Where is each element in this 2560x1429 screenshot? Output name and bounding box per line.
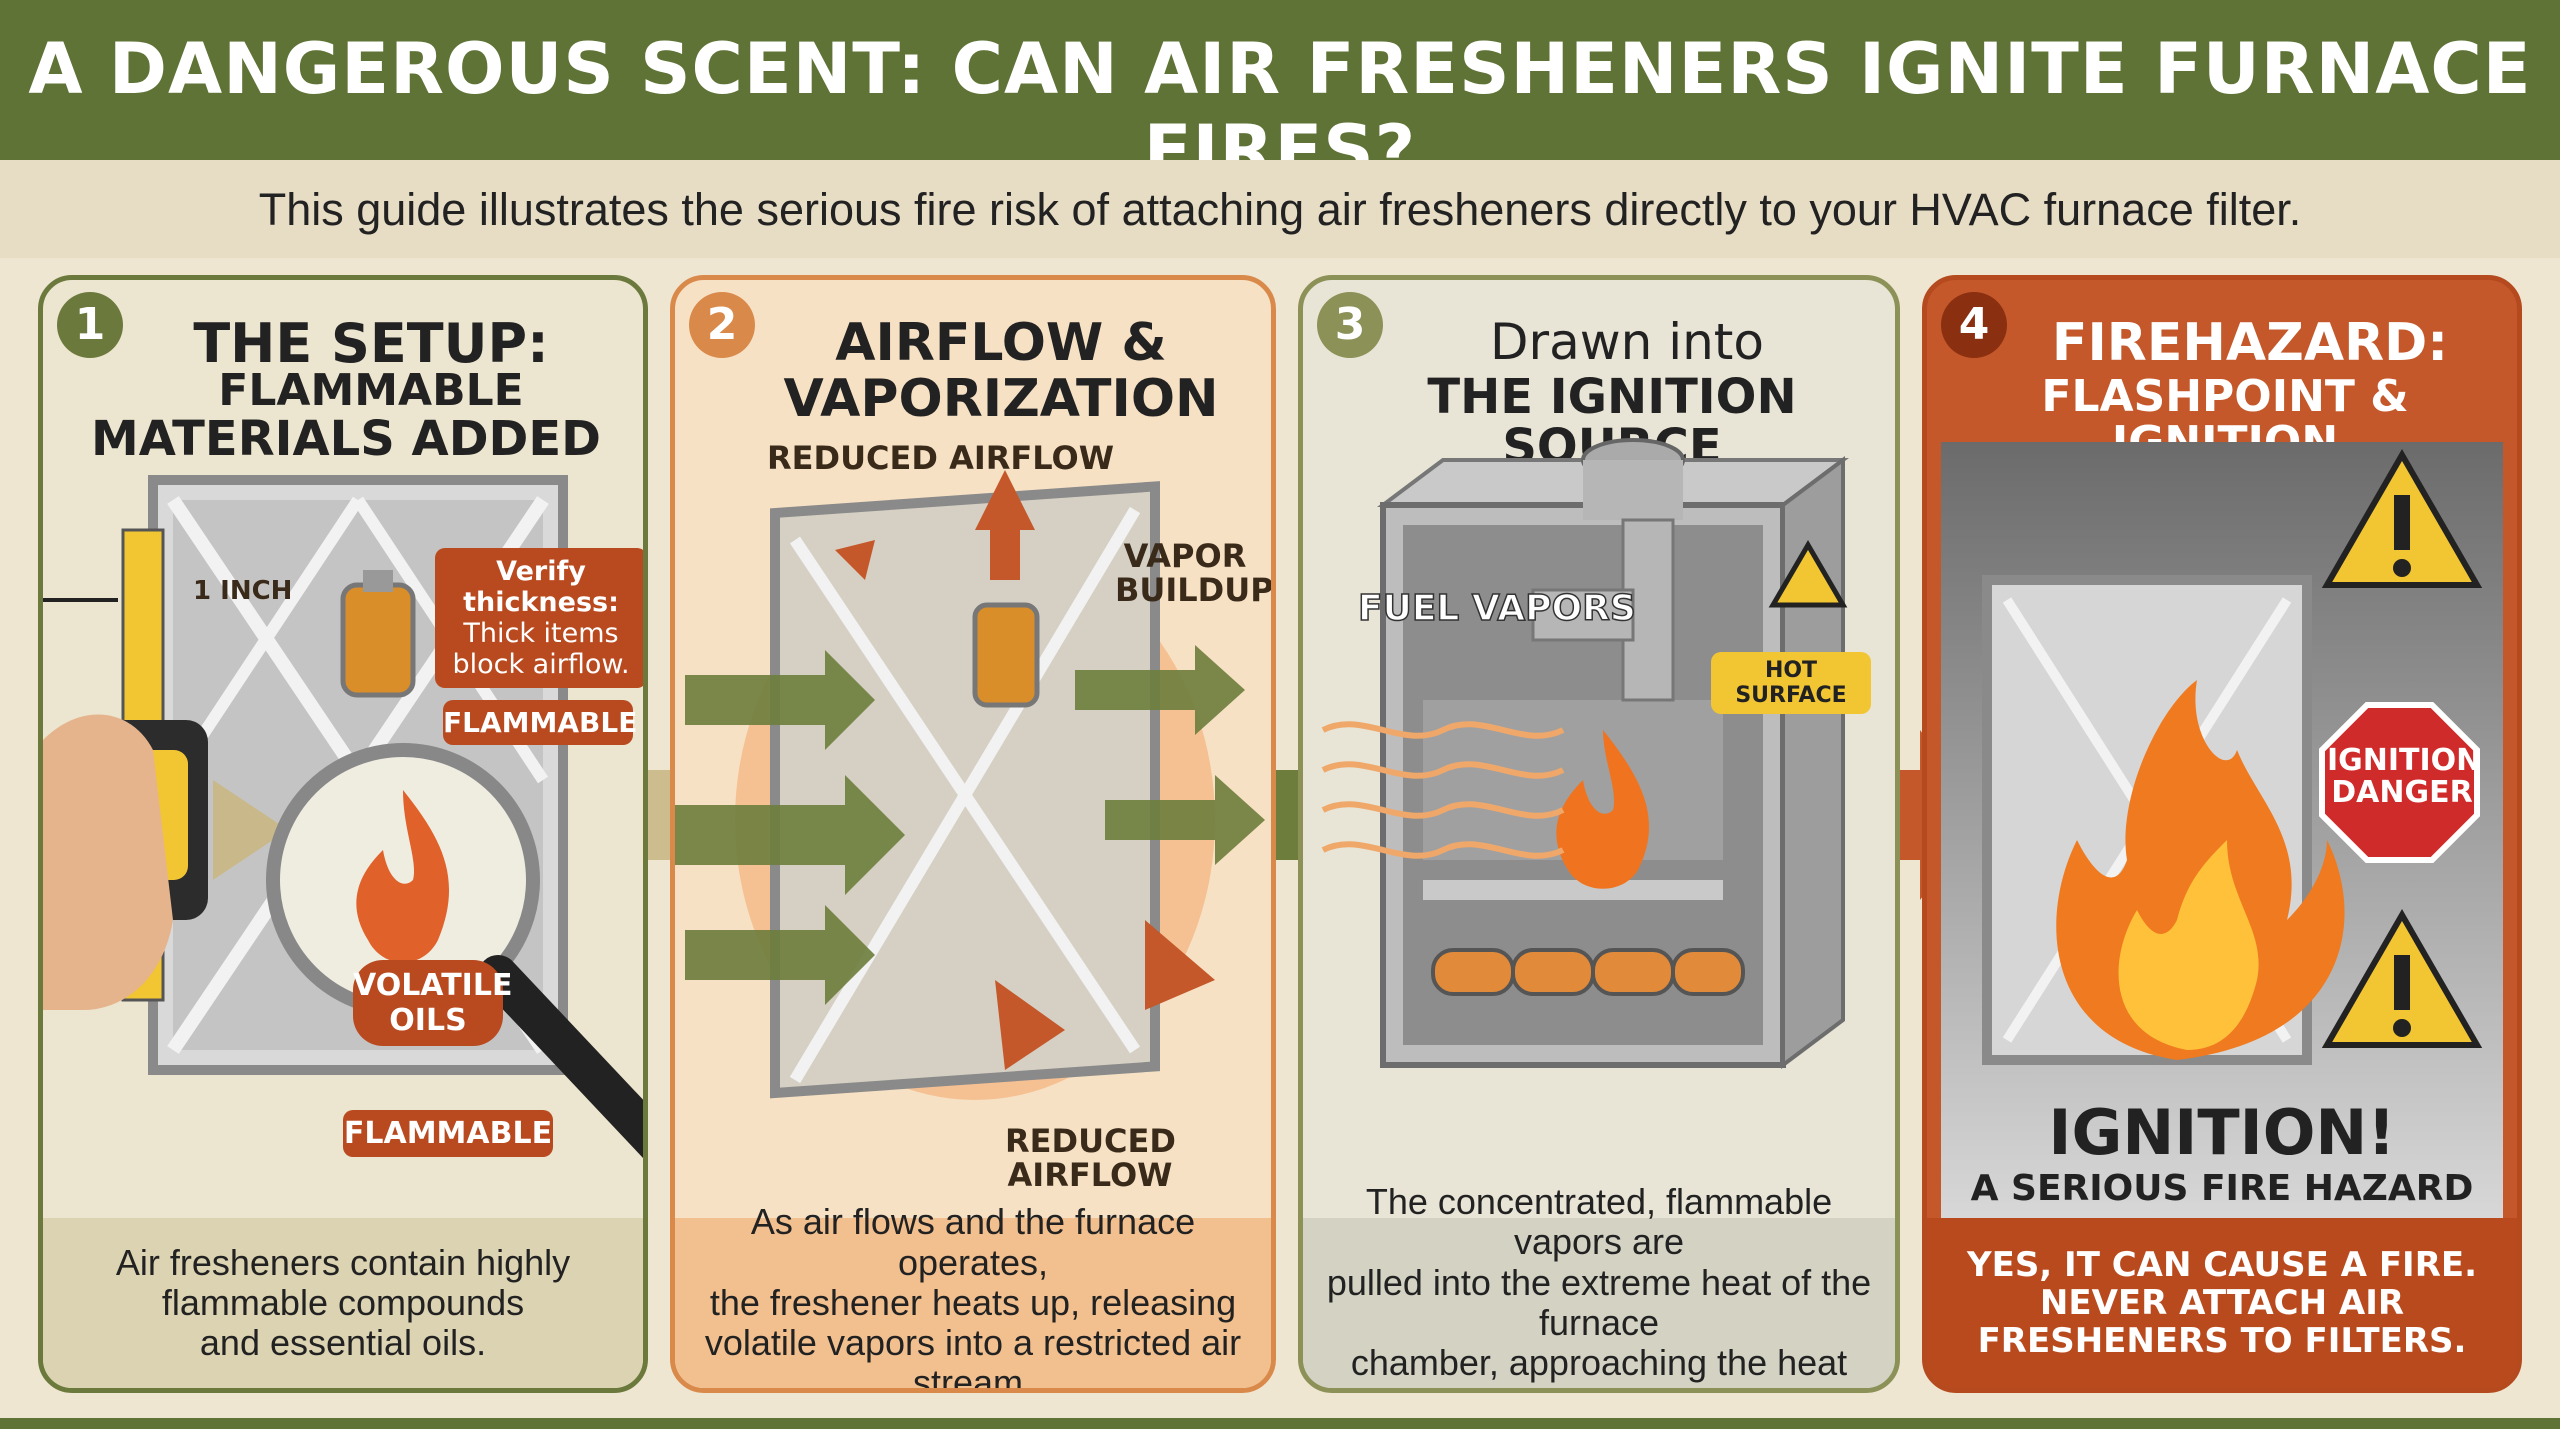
panel-title-line1: Drawn into	[1490, 313, 1764, 371]
airflow-illustration	[675, 470, 1265, 1100]
page-title: A DANGEROUS SCENT: CAN AIR FRESHENERS IG…	[28, 28, 2532, 192]
description-line: pulled into the extreme heat of the furn…	[1326, 1261, 1872, 1343]
burner-tubes-icon	[1431, 948, 1745, 996]
setup-arrow-icon	[213, 780, 288, 880]
vapor-buildup-label: VAPOR BUILDUP	[1115, 537, 1274, 609]
panel-ignition-source: 3 Drawn into THE IGNITION SOURCE	[1298, 275, 1900, 1393]
panel-airflow: 2 AIRFLOW & VAPORIZATION REDUCED AIRFLOW…	[670, 275, 1276, 1393]
step-number: 4	[1941, 292, 2007, 358]
step-number: 1	[57, 292, 123, 358]
description-line: FRESHENERS TO FILTERS.	[1977, 1321, 2467, 1362]
danger-line1: IGNITION	[2327, 743, 2482, 778]
panel-fire-hazard: 4 FIREHAZARD: FLASHPOINT & IGNITION IGNI…	[1922, 275, 2522, 1393]
step-number: 2	[689, 292, 755, 358]
panel-description: Air fresheners contain highly flammable …	[43, 1218, 643, 1388]
panel-description: YES, IT CAN CAUSE A FIRE. NEVER ATTACH A…	[1927, 1218, 2517, 1388]
panel-title-line3: MATERIALS ADDED	[90, 411, 602, 467]
setup-illustration	[43, 475, 643, 1158]
volatile-oils-tag: VOLATILE OILS	[353, 960, 512, 1046]
verify-note: Verify thickness: Thick items block airf…	[435, 548, 643, 688]
reduced-airflow-bottom: REDUCED AIRFLOW	[1005, 1122, 1176, 1194]
step-number: 3	[1317, 292, 1383, 358]
description-line: flammable compounds	[161, 1281, 525, 1323]
flammable-tag-bottom: FLAMMABLE	[343, 1110, 553, 1157]
inch-label: 1 INCH	[193, 576, 293, 606]
description-line: Air fresheners contain highly	[115, 1241, 571, 1283]
description-line: The concentrated, flammable vapors are	[1365, 1181, 1833, 1263]
subtitle-bar	[0, 160, 2560, 258]
fire-illustration	[1982, 448, 2483, 1065]
reduced-airflow-arrows-icon	[835, 470, 1215, 1070]
flammable-tag-top: FLAMMABLE	[443, 700, 637, 745]
fuel-vapors-label: FUEL VAPORS	[1357, 588, 1636, 629]
description-line: As air flows and the furnace operates,	[750, 1201, 1196, 1283]
filter-icon	[770, 481, 1160, 1099]
warning-sign-icon	[2321, 908, 2483, 1048]
description-line: chamber, approaching the heat source.	[1350, 1342, 1848, 1388]
header-bar	[0, 0, 2560, 160]
description-line: NEVER ATTACH AIR	[2039, 1282, 2405, 1323]
hot-surface-tag: HOT SURFACE	[1711, 652, 1871, 714]
panel-title-line2: FLAMMABLE	[218, 365, 524, 416]
panel-title-line2: VAPORIZATION	[783, 369, 1219, 429]
page-subtitle: This guide illustrates the serious fire …	[258, 184, 2302, 235]
panel-description: As air flows and the furnace operates, t…	[675, 1202, 1271, 1388]
description-line: and essential oils.	[199, 1322, 487, 1364]
panel-title-line1: AIRFLOW &	[835, 313, 1167, 373]
magnifier-icon	[266, 743, 643, 1158]
vent-pipe-icon	[1531, 438, 1685, 702]
hand-icon	[43, 714, 173, 1010]
panel-setup: 1 THE SETUP: FLAMMABLE MATERIALS ADDED	[38, 275, 648, 1393]
serious-hazard-label: A SERIOUS FIRE HAZARD	[1970, 1168, 2474, 1209]
bottom-strip	[0, 1418, 2560, 1429]
ignition-label: IGNITION!	[2048, 1096, 2396, 1169]
reduced-airflow-top: REDUCED AIRFLOW	[767, 439, 1115, 477]
ignition-danger-text: IGNITION DANGER	[2327, 743, 2482, 810]
panel-title-line1: FIREHAZARD:	[2051, 313, 2449, 373]
furnace-illustration	[1321, 438, 1849, 1069]
panel-title-line1: THE SETUP:	[193, 312, 549, 375]
description-line: the freshener heats up, releasing	[709, 1281, 1237, 1323]
air-freshener-icon	[340, 570, 416, 698]
fire-icon	[2056, 680, 2345, 1060]
air-freshener-icon	[972, 602, 1040, 708]
flame-icon	[356, 790, 450, 963]
verify-body: Thick items block airflow.	[452, 618, 630, 680]
flame-icon	[1556, 730, 1650, 889]
warning-sign-icon	[2321, 448, 2483, 588]
verify-title: Verify thickness:	[463, 556, 619, 618]
danger-line2: DANGER	[2331, 774, 2473, 810]
description-line: YES, IT CAN CAUSE A FIRE.	[1966, 1244, 2478, 1285]
description-line: volatile vapors into a restricted air st…	[704, 1322, 1242, 1393]
ignition-danger-sign-icon	[2319, 702, 2480, 863]
hot-surface-warning-icon	[1768, 540, 1848, 608]
panel-description: The concentrated, flammable vapors are p…	[1303, 1181, 1895, 1388]
